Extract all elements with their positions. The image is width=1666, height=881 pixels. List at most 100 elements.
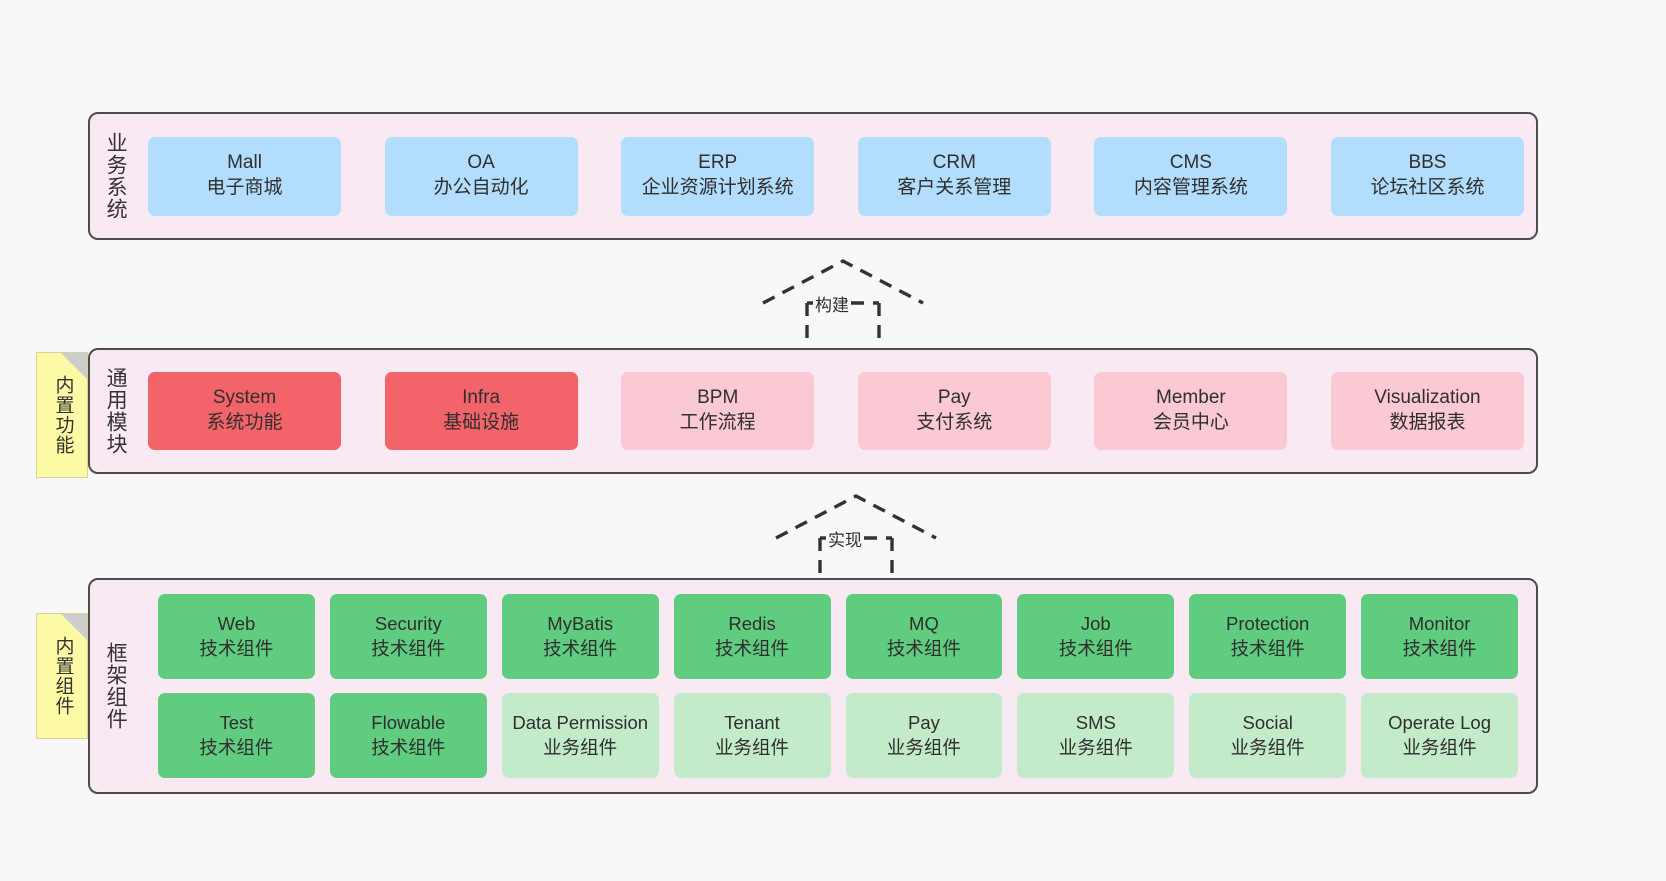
card-social-cn: 业务组件 (1230, 736, 1305, 758)
card-web[interactable]: Web 技术组件 (158, 594, 315, 679)
card-web-cn: 技术组件 (199, 637, 274, 659)
card-mall-en: Mall (227, 152, 262, 174)
card-mq-cn: 技术组件 (886, 637, 961, 659)
card-bbs-cn: 论坛社区系统 (1370, 177, 1485, 198)
card-erp-en: ERP (698, 152, 738, 174)
card-crm[interactable]: CRM 客户关系管理 (857, 136, 1051, 216)
card-erp[interactable]: ERP 企业资源计划系统 (621, 136, 815, 216)
card-test-cn: 技术组件 (199, 736, 274, 758)
card-security-en: Security (374, 613, 442, 635)
card-operate-log[interactable]: Operate Log 业务组件 (1361, 693, 1518, 778)
card-flowable-cn: 技术组件 (371, 736, 446, 758)
card-operate-log-en: Operate Log (1388, 712, 1491, 734)
connector-build: 构建 (755, 255, 935, 345)
card-social-en: Social (1242, 712, 1293, 734)
card-mall-cn: 电子商城 (206, 177, 283, 198)
card-bpm-en: BPM (697, 387, 739, 409)
layer-body-framework: Web 技术组件 Security 技术组件 MyBatis 技术组件 Redi… (140, 580, 1536, 792)
card-redis-cn: 技术组件 (715, 637, 790, 659)
card-pay-component[interactable]: Pay 业务组件 (845, 693, 1003, 778)
layer-title-business: 业务系统 (104, 132, 128, 220)
card-mybatis-en: MyBatis (547, 613, 614, 635)
card-monitor[interactable]: Monitor 技术组件 (1361, 594, 1518, 679)
card-job-cn: 技术组件 (1058, 637, 1133, 659)
card-member-cn: 会员中心 (1152, 412, 1229, 433)
card-mq-en: MQ (909, 613, 939, 635)
card-visualization-cn: 数据报表 (1389, 412, 1466, 433)
card-flowable[interactable]: Flowable 技术组件 (329, 693, 487, 778)
card-social[interactable]: Social 业务组件 (1189, 693, 1347, 778)
card-bbs-en: BBS (1408, 152, 1447, 174)
card-pay-module-en: Pay (937, 387, 971, 409)
card-test[interactable]: Test 技术组件 (158, 693, 315, 778)
card-crm-cn: 客户关系管理 (897, 177, 1012, 198)
card-test-en: Test (219, 712, 254, 734)
card-oa-cn: 办公自动化 (433, 177, 529, 198)
sticky-fold-icon (61, 614, 87, 640)
card-redis-en: Redis (728, 613, 776, 635)
card-monitor-cn: 技术组件 (1402, 637, 1477, 659)
card-mall[interactable]: Mall 电子商城 (148, 136, 341, 216)
layer-body-business: Mall 电子商城 OA 办公自动化 ERP 企业资源计划系统 CRM 客户关系… (140, 114, 1536, 238)
card-flowable-en: Flowable (371, 712, 446, 734)
card-tenant[interactable]: Tenant 业务组件 (673, 693, 831, 778)
layer-title-module: 通用模块 (104, 367, 128, 455)
card-mybatis[interactable]: MyBatis 技术组件 (501, 594, 659, 679)
card-security-cn: 技术组件 (371, 637, 446, 659)
card-sms-en: SMS (1075, 712, 1116, 734)
card-data-permission-en: Data Permission (512, 712, 649, 734)
card-infra[interactable]: Infra 基础设施 (384, 372, 578, 450)
card-protection-en: Protection (1226, 613, 1310, 635)
card-oa[interactable]: OA 办公自动化 (384, 136, 578, 216)
card-oa-en: OA (467, 152, 495, 174)
card-cms-cn: 内容管理系统 (1133, 177, 1248, 198)
card-infra-en: Infra (462, 387, 501, 409)
layer-business-system: 业务系统 Mall 电子商城 OA 办公自动化 ERP 企业资源计划系统 CRM… (88, 112, 1538, 240)
card-sms[interactable]: SMS 业务组件 (1017, 693, 1175, 778)
connector-implement-label: 实现 (826, 526, 864, 551)
card-system-en: System (212, 387, 277, 409)
card-mq[interactable]: MQ 技术组件 (845, 594, 1003, 679)
card-operate-log-cn: 业务组件 (1402, 736, 1477, 758)
card-data-permission[interactable]: Data Permission 业务组件 (501, 693, 659, 778)
card-protection[interactable]: Protection 技术组件 (1189, 594, 1347, 679)
card-tenant-cn: 业务组件 (715, 736, 790, 758)
sticky-note-builtin-function-label: 内置功能 (52, 375, 74, 455)
card-visualization-en: Visualization (1374, 387, 1481, 409)
card-pay-module[interactable]: Pay 支付系统 (857, 372, 1051, 450)
layer-body-module: System 系统功能 Infra 基础设施 BPM 工作流程 Pay 支付系统… (140, 350, 1536, 472)
card-erp-cn: 企业资源计划系统 (641, 177, 794, 198)
card-cms[interactable]: CMS 内容管理系统 (1094, 136, 1288, 216)
card-member-en: Member (1156, 387, 1226, 409)
card-tenant-en: Tenant (724, 712, 780, 734)
card-system-cn: 系统功能 (206, 412, 283, 433)
card-job[interactable]: Job 技术组件 (1017, 594, 1175, 679)
sticky-note-builtin-component: 内置组件 (36, 613, 88, 739)
card-sms-cn: 业务组件 (1058, 736, 1133, 758)
card-cms-en: CMS (1169, 152, 1212, 174)
card-bpm-cn: 工作流程 (679, 412, 756, 433)
card-pay-module-cn: 支付系统 (916, 412, 993, 433)
layer-common-module: 通用模块 System 系统功能 Infra 基础设施 BPM 工作流程 Pay… (88, 348, 1538, 474)
card-pay-component-en: Pay (907, 712, 940, 734)
card-member[interactable]: Member 会员中心 (1094, 372, 1288, 450)
layer-framework-component: 框架组件 Web 技术组件 Security 技术组件 MyBatis 技术组件… (88, 578, 1538, 794)
connector-build-label: 构建 (813, 291, 851, 316)
card-infra-cn: 基础设施 (443, 412, 520, 433)
layer-title-framework: 框架组件 (104, 642, 128, 730)
connector-implement: 实现 (768, 490, 948, 580)
sticky-note-builtin-component-label: 内置组件 (52, 636, 74, 716)
card-job-en: Job (1080, 613, 1111, 635)
card-system[interactable]: System 系统功能 (148, 372, 341, 450)
sticky-note-builtin-function: 内置功能 (36, 352, 88, 478)
card-data-permission-cn: 业务组件 (543, 736, 618, 758)
card-redis[interactable]: Redis 技术组件 (673, 594, 831, 679)
sticky-fold-icon (61, 353, 87, 379)
card-visualization[interactable]: Visualization 数据报表 (1330, 372, 1524, 450)
framework-card-grid: Web 技术组件 Security 技术组件 MyBatis 技术组件 Redi… (146, 580, 1526, 792)
card-security[interactable]: Security 技术组件 (329, 594, 487, 679)
card-bpm[interactable]: BPM 工作流程 (621, 372, 815, 450)
card-bbs[interactable]: BBS 论坛社区系统 (1330, 136, 1524, 216)
card-mybatis-cn: 技术组件 (543, 637, 618, 659)
